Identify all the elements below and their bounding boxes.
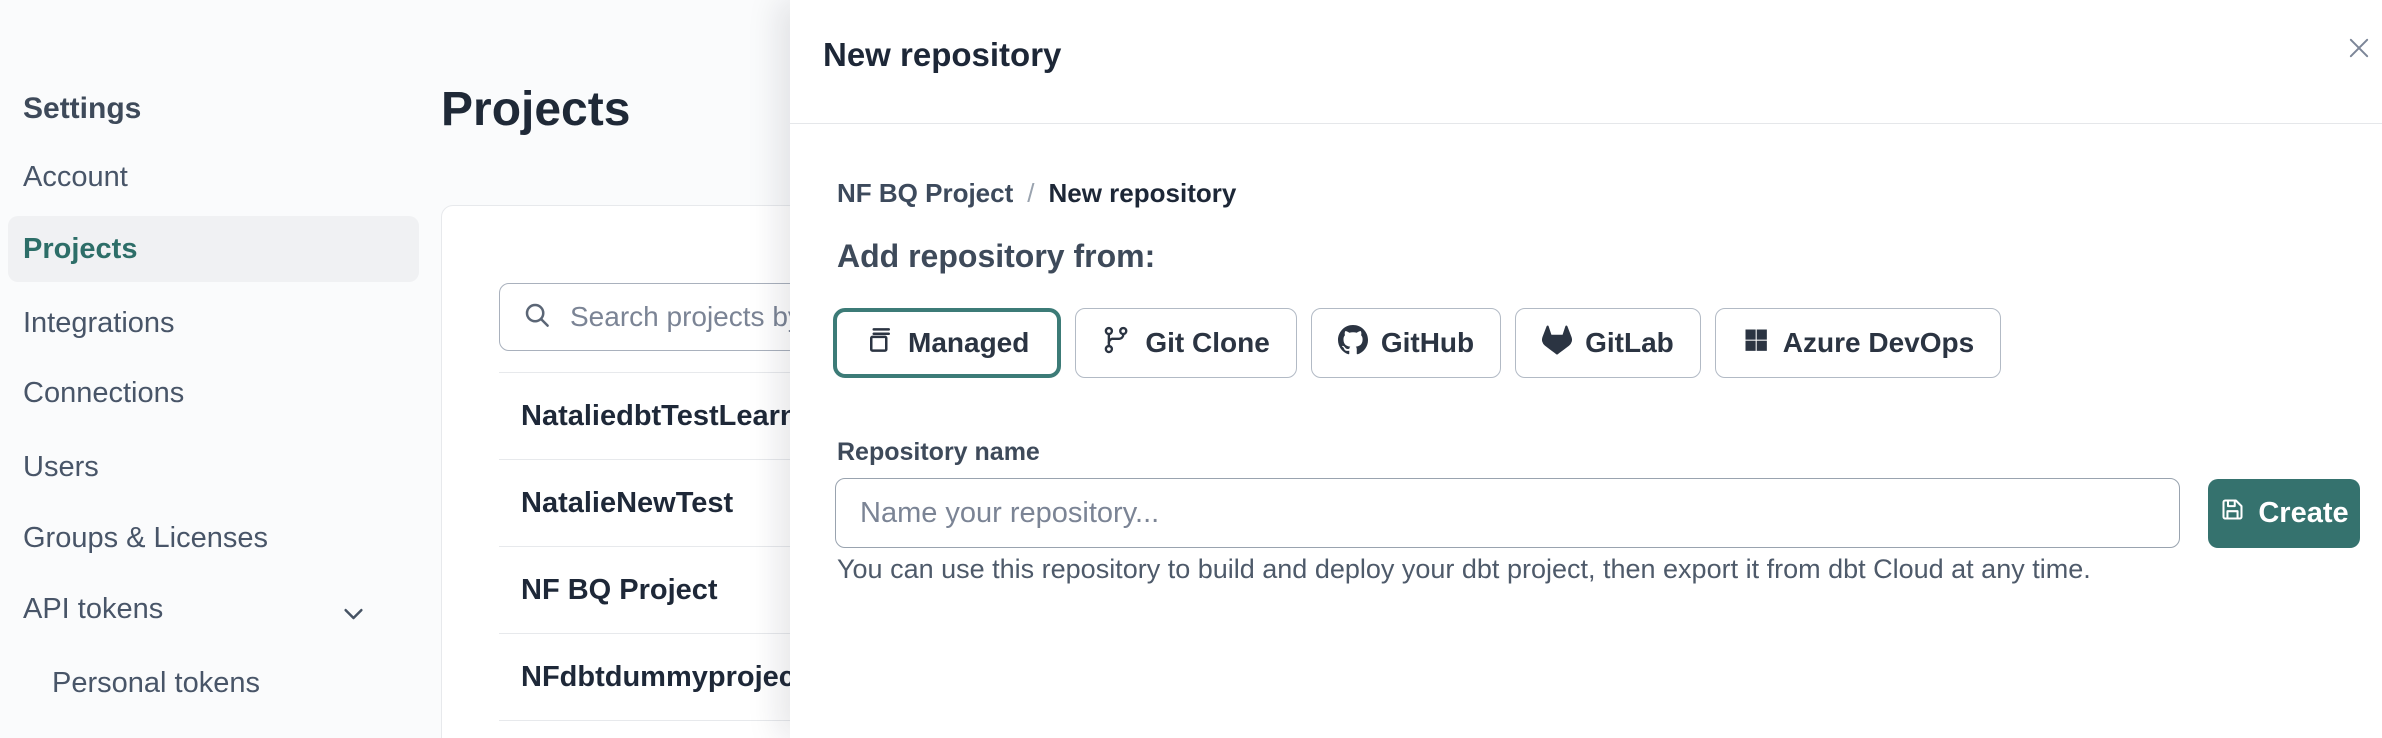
page-title: Projects [441,83,631,136]
modal-header-divider [790,123,2382,124]
azure-devops-icon [1742,326,1770,361]
breadcrumb-separator: / [1027,178,1035,208]
repository-name-input[interactable] [835,478,2180,548]
source-option-gitlab[interactable]: GitLab [1515,308,1701,378]
source-option-label: GitLab [1585,327,1674,358]
sidebar-item-connections[interactable]: Connections [0,371,440,415]
sidebar-item-integrations[interactable]: Integrations [0,301,440,345]
git-branch-icon [1102,325,1132,362]
project-name: NataliedbtTestLearn T [521,400,824,432]
sidebar-item-label: Users [23,451,99,483]
sidebar-item-account[interactable]: Account [0,155,440,199]
project-name: NF BQ Project [521,574,718,606]
sidebar-item-label: Account [23,161,128,193]
breadcrumb: NF BQ Project / New repository [837,178,1236,209]
source-option-label: GitHub [1380,327,1475,358]
modal-title: New repository [823,36,1062,73]
repository-source-options: Managed Git Clone GitHub GitLab [833,308,2002,378]
sidebar-title: Settings [23,92,142,125]
gitlab-icon [1542,325,1573,362]
sidebar-item-users[interactable]: Users [0,445,440,489]
source-option-managed[interactable]: Managed [833,308,1062,378]
sidebar-item-label: Personal tokens [52,667,260,699]
sidebar-item-api-tokens[interactable]: API tokens [0,587,440,631]
create-button-label: Create [2258,497,2349,529]
sidebar-item-projects[interactable]: Projects [0,216,440,282]
source-option-github[interactable]: GitHub [1310,308,1502,378]
active-item-highlight [8,216,419,282]
source-option-git-clone[interactable]: Git Clone [1075,308,1297,378]
project-name: NFdbtdummyproject [521,661,805,693]
search-icon [522,300,552,335]
projects-list: NataliedbtTestLearn T NatalieNewTest NF … [499,372,1799,738]
chevron-down-icon[interactable] [340,596,367,623]
sidebar-item-personal-tokens[interactable]: Personal tokens [0,661,440,705]
project-name: NatalieNewTest [521,487,734,519]
source-option-label: Git Clone [1145,327,1270,358]
github-icon [1337,324,1368,362]
breadcrumb-project-link[interactable]: NF BQ Project [837,178,1014,208]
close-button[interactable] [2343,33,2375,65]
repository-helper-text: You can use this repository to build and… [837,554,2091,584]
save-icon [2219,496,2246,531]
sidebar-item-label: API tokens [23,593,164,625]
sidebar-item-label: Groups & Licenses [23,522,269,554]
breadcrumb-current: New repository [1048,178,1237,208]
source-option-label: Azure DevOps [1782,327,1975,358]
new-repository-modal: New repository NF BQ Project / New repos… [790,0,2382,738]
managed-repo-icon [865,325,895,362]
add-repository-heading: Add repository from: [837,238,1156,274]
repository-name-label: Repository name [837,438,1040,466]
close-icon [2345,38,2373,65]
sidebar-item-label: Projects [23,233,138,265]
source-option-azure-devops[interactable]: Azure DevOps [1714,308,2002,378]
sidebar-item-label: Integrations [23,307,175,339]
settings-sidebar: Settings Account Projects Integrations C… [0,0,440,738]
source-option-label: Managed [908,327,1030,358]
sidebar-item-groups-licenses[interactable]: Groups & Licenses [0,516,440,560]
create-button[interactable]: Create [2208,479,2360,548]
sidebar-item-label: Connections [23,377,185,409]
